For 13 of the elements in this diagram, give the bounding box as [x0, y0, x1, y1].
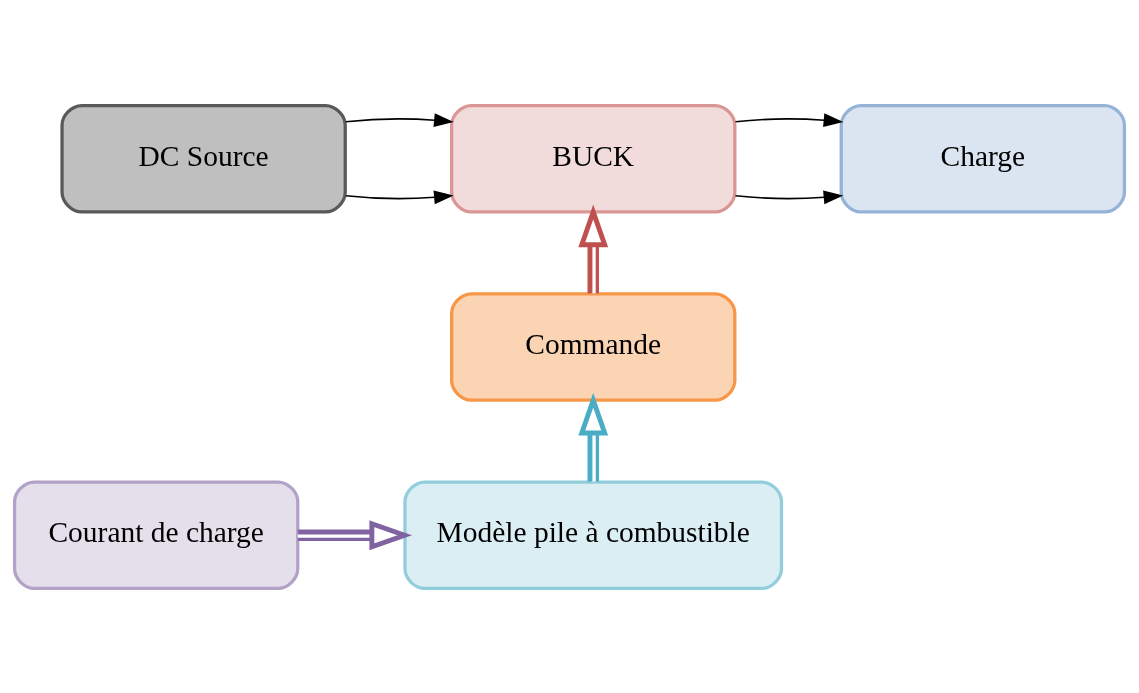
arrow — [297, 519, 413, 550]
node-box: Charge — [839, 103, 1127, 214]
arrow — [578, 204, 609, 293]
arrow — [578, 392, 609, 482]
node-box: DC Source — [60, 103, 347, 214]
arrow — [734, 112, 844, 127]
arrow — [345, 112, 454, 127]
node-box: Modèle pile à combustible — [403, 479, 784, 590]
node-box: Courant de charge — [12, 479, 300, 590]
node-box: BUCK — [450, 103, 737, 214]
arrow — [734, 189, 844, 204]
arrow — [345, 189, 454, 204]
node-box: Commande — [450, 291, 737, 402]
